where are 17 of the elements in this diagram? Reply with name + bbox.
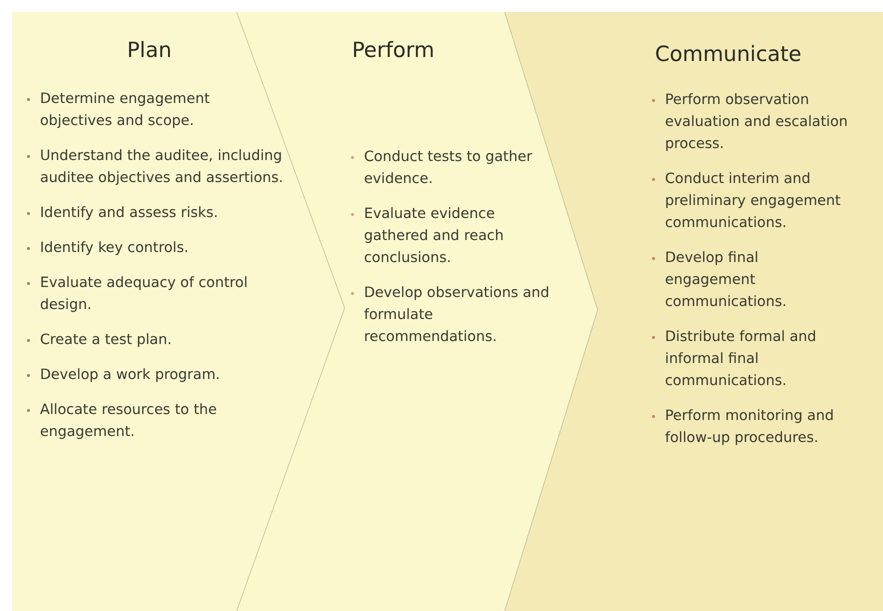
- stage-heading: Perform: [352, 38, 434, 62]
- bullet-item: Create a test plan.: [25, 329, 325, 351]
- stage-heading: Communicate: [655, 42, 802, 66]
- stage-heading: Plan: [127, 38, 172, 62]
- bullet-item: Perform monitoring and follow-up procedures.: [650, 405, 875, 449]
- bullet-item: Perform observation evaluation and escalation process.: [650, 89, 855, 155]
- bullet-item: Conduct tests to gather evidence.: [349, 146, 549, 190]
- bullet-item: Identify key controls.: [25, 237, 325, 259]
- bullet-item: Evaluate adequacy of control design.: [25, 272, 300, 316]
- bullet-item: Distribute formal and informal final communications.: [650, 326, 850, 392]
- bullet-item: Evaluate evidence gathered and reach conclusions.: [349, 203, 559, 269]
- bullet-item: Develop observations and formulate recommendations.: [349, 282, 564, 348]
- bullet-item: Allocate resources to the engagement.: [25, 399, 245, 443]
- bullet-item: Conduct interim and preliminary engagement communications.: [650, 168, 850, 234]
- bullet-item: Develop final engagement communications.: [650, 247, 850, 313]
- bullet-item: Develop a work program.: [25, 364, 325, 386]
- bullet-item: Determine engagement objectives and scope.: [25, 88, 225, 132]
